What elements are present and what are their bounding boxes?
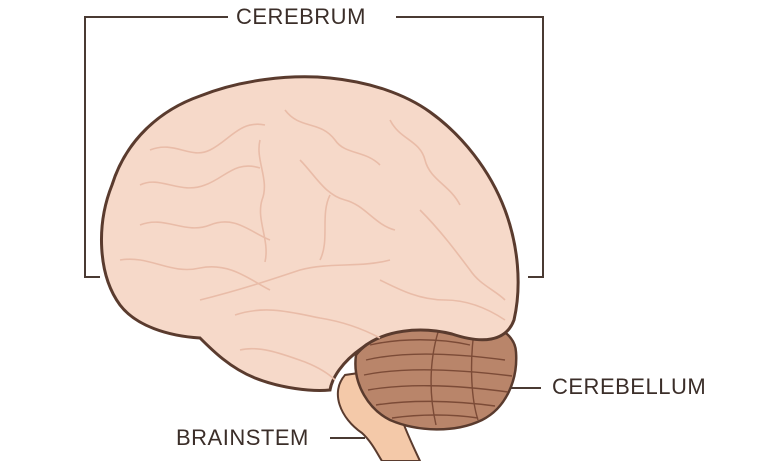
cerebrum-label: CEREBRUM	[236, 4, 366, 29]
cerebrum-gyri	[119, 109, 506, 381]
cerebrum-bracket-right	[396, 16, 544, 278]
cerebellum-label: CEREBELLUM	[552, 374, 707, 399]
cerebrum	[100, 75, 520, 392]
cerebellum-folds	[363, 324, 513, 426]
brainstem-label: BRAINSTEM	[176, 425, 309, 450]
cerebrum-bracket-left	[84, 16, 228, 278]
leader-lines	[84, 16, 544, 439]
